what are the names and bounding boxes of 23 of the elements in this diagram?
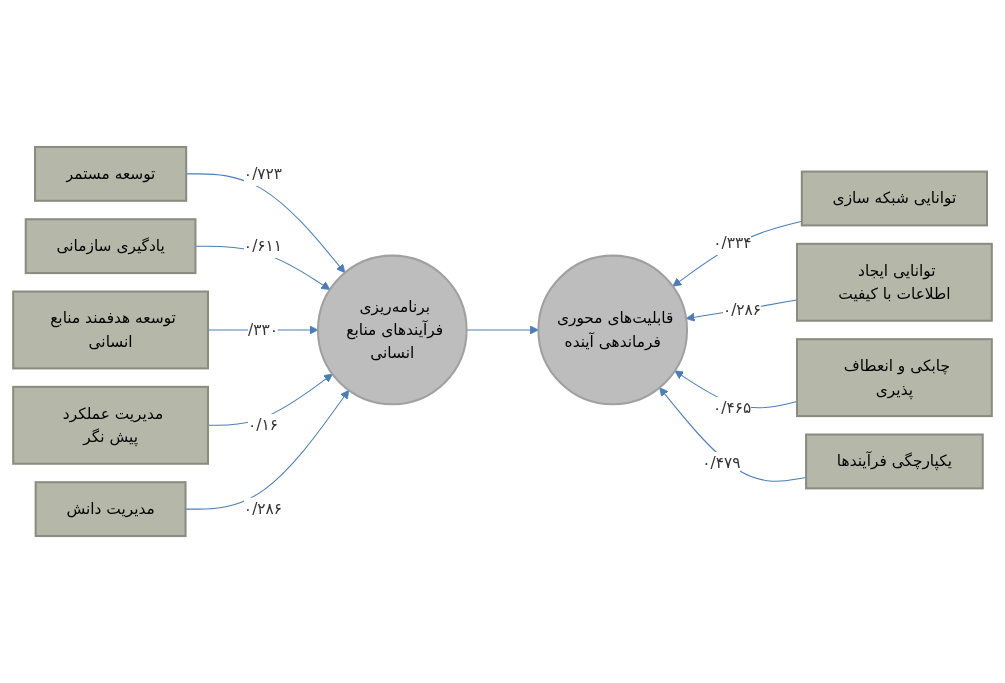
arrow — [466, 325, 539, 335]
node-circle: قابلیت‌های محوری فرماندهی آینده — [537, 254, 689, 406]
node-box: یکپارچگی فرآیندها — [805, 433, 984, 490]
edge-label: ۰/۱۶ — [247, 415, 278, 435]
edge-label: ۰/۴۷۹ — [702, 454, 741, 473]
node-box: یادگیری سازمانی — [24, 218, 197, 275]
edge-label: ۰/۶۱۱ — [243, 236, 283, 256]
edge-label: ۰/۷۲۳ — [243, 164, 283, 183]
node-box: توسعه مستمر — [34, 145, 188, 202]
node-box: توانایی شبکه سازی — [800, 170, 988, 227]
edge-label: ۰/۴۶۵ — [712, 399, 752, 418]
node-box: چابکی و انعطاف پذیری — [796, 338, 993, 418]
edge-label: ۰/۳۳۴ — [713, 233, 752, 252]
edge-label: ۰/۲۸۶ — [722, 300, 762, 319]
node-box: توسعه هدفمند منابع انسانی — [12, 290, 209, 370]
node-box: مدیریت دانش — [34, 481, 187, 538]
arrow — [185, 389, 350, 510]
node-box: توانایی ایجاد اطلاعات با کیفیت — [796, 242, 993, 322]
node-circle: برنامه‌ریزی فرآیندهای منابع انسانی — [316, 254, 468, 406]
edge-label: ۰/۲۸۶ — [243, 499, 283, 519]
arrow — [659, 387, 807, 482]
edge-label: /۳۳۰ — [247, 320, 278, 339]
node-box: مدیریت عملکرد پیش نگر — [12, 385, 209, 465]
